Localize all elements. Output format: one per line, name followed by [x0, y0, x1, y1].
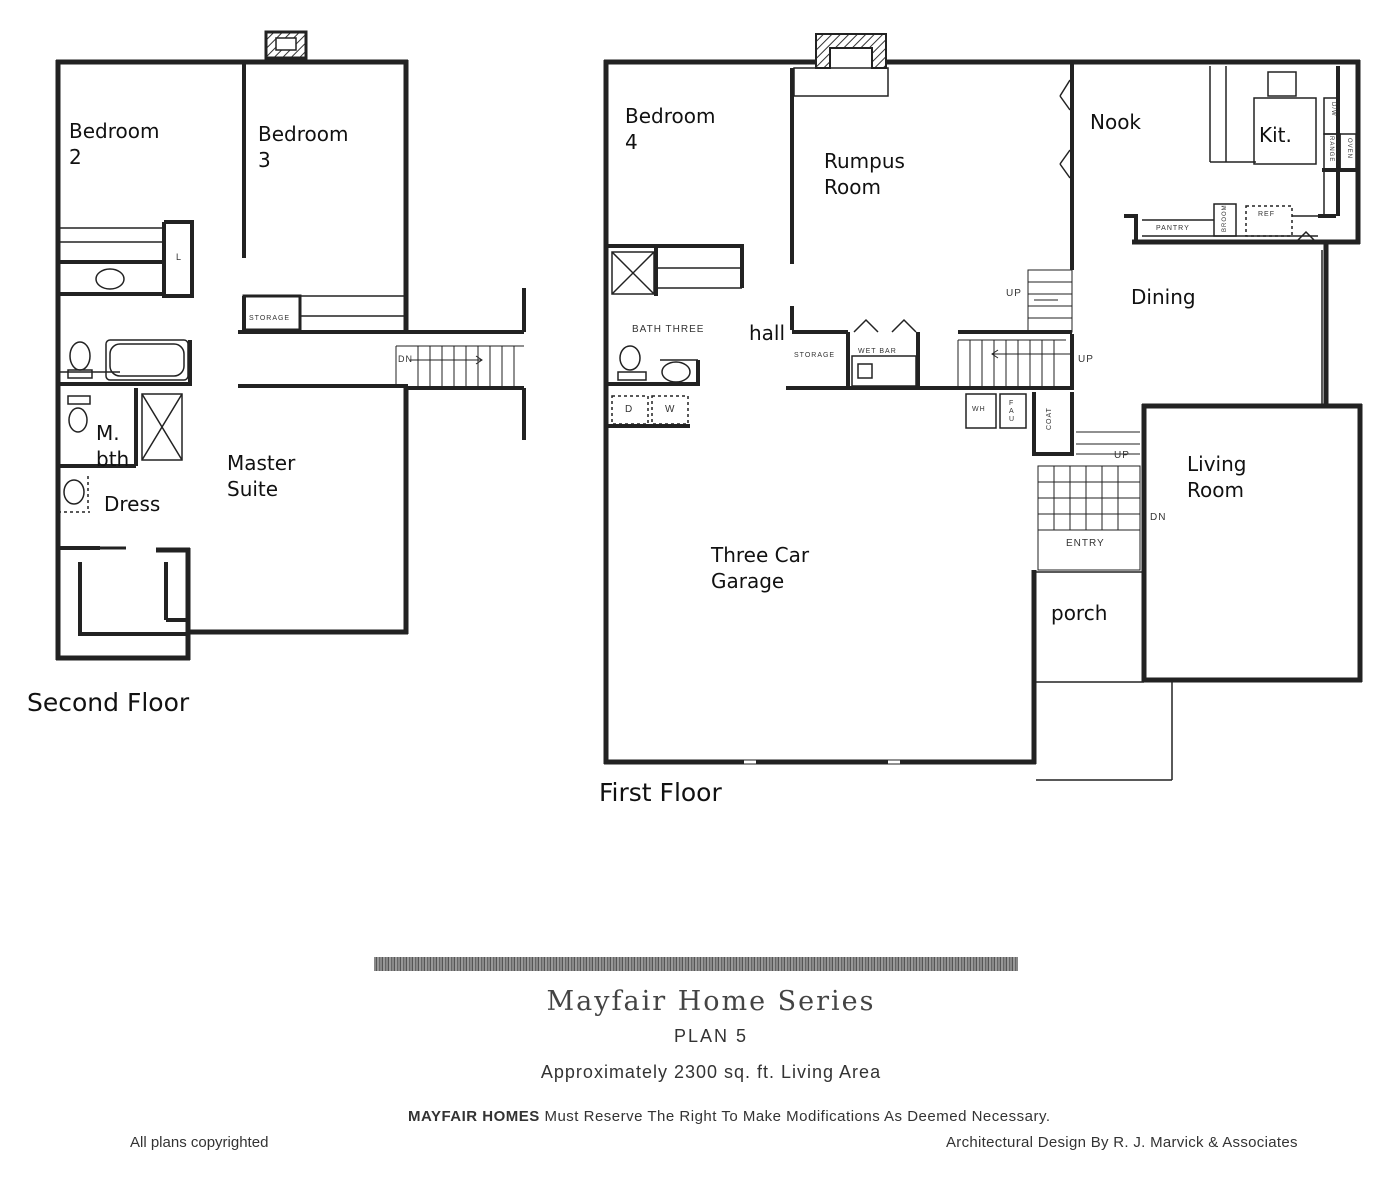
label-oven: OVEN [1346, 138, 1352, 160]
copyright-note: All plans copyrighted [130, 1134, 269, 1151]
label-bath-three: BATH THREE [632, 324, 705, 335]
label-bedroom-2: Bedroom 2 [69, 119, 160, 169]
label-dining: Dining [1131, 285, 1196, 309]
label-furnace: FAU [1009, 400, 1016, 423]
label-storage-upper: STORAGE [249, 315, 291, 322]
label-living-room: Living Room [1187, 452, 1247, 502]
plan-number: PLAN 5 [673, 1026, 749, 1046]
label-hall: hall [749, 321, 786, 345]
chimney-upper [264, 30, 308, 60]
label-range: RANGE [1328, 136, 1334, 163]
notice-text: Must Reserve The Right To Make Modificat… [539, 1108, 1051, 1125]
label-master-suite: Master Suite [227, 451, 296, 501]
label-stair-up-3: UP [1114, 450, 1130, 461]
label-entry: ENTRY [1066, 538, 1105, 549]
notice-brand: MAYFAIR HOMES [408, 1108, 540, 1125]
label-nook: Nook [1090, 110, 1142, 134]
second-floor-plan [55, 30, 526, 661]
decorative-band [374, 957, 1018, 971]
label-dress: Dress [104, 492, 161, 516]
label-rumpus-room: Rumpus Room [824, 149, 905, 199]
caption-first-floor: First Floor [599, 778, 722, 807]
first-floor-plan [603, 33, 1363, 781]
label-water-heater: WH [972, 406, 986, 413]
label-dishwasher: D/W [1330, 102, 1336, 117]
caption-second-floor: Second Floor [27, 688, 190, 717]
label-kitchen: Kit. [1259, 123, 1292, 147]
label-broom: BROOM [1222, 204, 1228, 232]
label-refrigerator: REF [1258, 211, 1275, 218]
architect-credit: Architectural Design By R. J. Marvick & … [946, 1134, 1298, 1151]
label-washer: W [665, 404, 676, 415]
label-bedroom-4: Bedroom 4 [625, 104, 716, 154]
series-title: Mayfair Home Series [546, 986, 876, 1017]
living-area: Approximately 2300 sq. ft. Living Area [540, 1062, 882, 1082]
label-stair-dn-upper: DN [398, 354, 413, 364]
label-porch: porch [1051, 601, 1108, 625]
label-stair-dn-lower: DN [1150, 512, 1167, 523]
label-master-bath: M. bth [96, 421, 130, 471]
label-three-car-garage: Three Car Garage [711, 543, 810, 593]
label-coat-closet: COAT [1046, 407, 1053, 430]
label-storage-lower: STORAGE [794, 352, 836, 359]
label-linen: L [176, 252, 183, 262]
label-stair-up-2: UP [1078, 354, 1094, 365]
chimney-lower [815, 33, 887, 69]
kitchen-fixtures [1142, 66, 1357, 243]
label-stair-up-1: UP [1006, 288, 1022, 299]
label-bedroom-3: Bedroom 3 [258, 122, 349, 172]
label-pantry: PANTRY [1156, 225, 1190, 232]
entry-tile-grid [1037, 465, 1141, 571]
modification-notice: MAYFAIR HOMES Must Reserve The Right To … [408, 1108, 1051, 1125]
label-dryer: D [625, 404, 634, 415]
label-wet-bar: WET BAR [858, 348, 897, 355]
